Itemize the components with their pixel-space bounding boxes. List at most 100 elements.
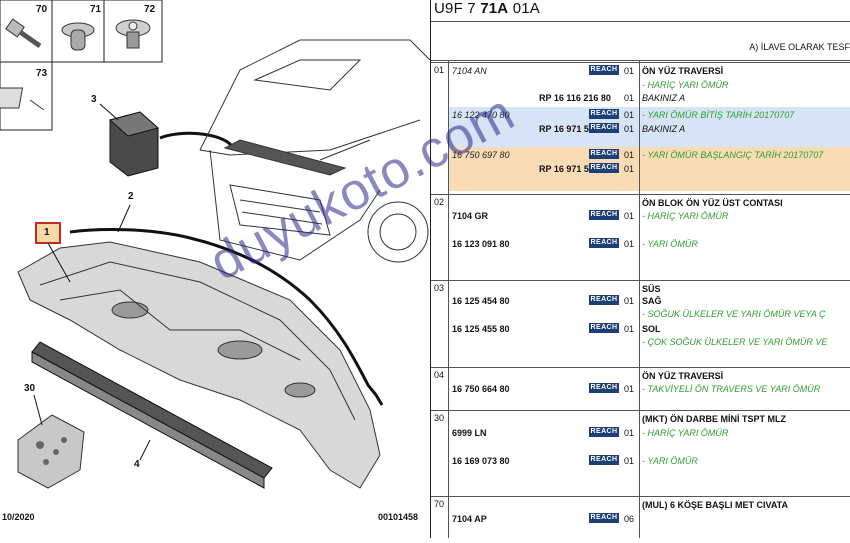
highlight-band-orange [448,147,850,191]
part-reference[interactable]: RP 16 971 585 80 [539,164,612,174]
parts-diagram: 70 71 72 73 3 2 1 30 4 10/2020 00101458 [0,0,431,522]
callout-72: 72 [144,4,156,15]
diagram-date-code: 10/2020 [2,512,35,522]
bolt-part-70[interactable] [5,18,42,49]
part-description: - ÇOK SOĞUK ÜLKELER VE YARI ÖMÜR VE [642,337,828,347]
part-description: - HARİÇ YARI ÖMÜR [642,211,729,221]
col-divider-2 [639,60,640,538]
reach-badge: REACH [589,238,619,248]
quantity: 01 [624,124,635,134]
col-divider-1 [448,60,449,538]
group-number: 70 [434,499,445,509]
part-description: ÖN YÜZ TRAVERSİ [642,66,724,76]
kit-part-30[interactable] [17,394,85,489]
reach-badge: REACH [589,427,619,437]
part-description: SÜS [642,284,661,294]
part-description: - HARİÇ YARI ÖMÜR [642,428,729,438]
callout-71: 71 [90,4,102,15]
quantity: 01 [624,324,635,334]
part-group-70: 70 (MUL) 6 KÖŞE BAŞLI MET CIVATA 7104 AP RE… [431,496,850,524]
part-reference[interactable]: 16 123 091 80 [452,239,510,249]
part-description: (MKT) ÖN DARBE MİNİ TSPT MLZ [642,414,786,424]
part-group-02: 02 ÖN BLOK ÖN YÜZ ÜST CONTASI 7104 GR REACH… [431,194,850,249]
part-reference[interactable]: 6999 LN [452,428,487,438]
bracket-part-73[interactable] [0,87,45,111]
reach-badge: REACH [589,109,619,119]
part-description: BAKINIZ A [642,93,686,103]
vehicle-front-illustration [199,39,431,263]
quantity: 01 [624,93,635,103]
part-description: - SOĞUK ÜLKELER VE YARI ÖMÜR VEYA Ç [642,309,826,319]
part-description: ÖN BLOK ÖN YÜZ ÜST CONTASI [642,198,783,208]
part-description: ÖN YÜZ TRAVERSİ [642,371,724,381]
part-reference[interactable]: 7104 AP [452,514,487,524]
highlight-band-blue [448,107,850,147]
part-reference[interactable]: RP 16 116 216 80 [539,93,611,103]
parts-list-panel: U9F 7 71A 01A A) İLAVE OLARAK TESF 01 710… [430,0,850,538]
title-suffix: 01A [508,0,541,17]
callout-4: 4 [134,459,140,470]
group-number: 03 [434,283,445,293]
quantity: 01 [624,110,635,120]
part-reference[interactable]: 16 122 470 80 [452,110,510,120]
part-description: - HARİÇ YARI ÖMÜR [642,80,729,90]
bar-part-4[interactable] [31,341,273,489]
group-number: 02 [434,197,445,207]
reach-badge: REACH [589,455,619,465]
part-description: - YARI ÖMÜR [642,456,698,466]
quantity: 01 [624,456,635,466]
part-reference[interactable]: 16 750 697 80 [452,150,510,160]
part-reference[interactable]: 7104 GR [452,211,489,221]
callout-73: 73 [36,68,48,79]
reach-badge: REACH [589,163,619,173]
reach-badge: REACH [589,513,619,523]
page-title: U9F 7 71A 01A [434,0,540,17]
group-number: 30 [434,413,445,423]
quantity: 01 [624,428,635,438]
header-divider [431,21,850,22]
header-note: A) İLAVE OLARAK TESF [749,42,850,52]
callout-3: 3 [91,94,97,105]
seal-part-2[interactable] [69,204,384,406]
part-description: SOL [642,324,661,334]
plug-part-71[interactable] [61,22,95,51]
title-bold: 71A [480,0,509,17]
part-reference[interactable]: 16 750 664 80 [452,384,510,394]
part-reference[interactable]: 16 125 454 80 [452,296,510,306]
reach-badge: REACH [589,323,619,333]
part-reference[interactable]: RP 16 971 585 80 [539,124,612,134]
clip-part-72[interactable] [115,19,151,49]
part-group-01: 01 7104 AN REACH 01 ÖN YÜZ TRAVERSİ - HARİÇ Y… [431,62,850,191]
part-description: (MUL) 6 KÖŞE BAŞLI MET CIVATA [642,500,788,510]
diagram-drawing [0,0,431,489]
part-description: - TAKVİYELİ ÖN TRAVERS VE YARI ÖMÜR [642,384,821,394]
callout-70: 70 [36,4,48,15]
reach-badge: REACH [589,210,619,220]
quantity: 06 [624,514,635,524]
part-reference[interactable]: 7104 AN [452,66,487,76]
quantity: 01 [624,164,635,174]
quantity: 01 [624,296,635,306]
reach-badge: REACH [589,295,619,305]
part-description: - YARI ÖMÜR [642,239,698,249]
pad-part-3[interactable] [99,103,234,177]
reach-badge: REACH [589,383,619,393]
callout-30: 30 [24,383,36,394]
group-number: 04 [434,370,445,380]
part-reference[interactable]: 16 125 455 80 [452,324,510,334]
callout-2: 2 [128,191,134,202]
quantity: 01 [624,239,635,249]
part-description: - YARI ÖMÜR BİTİŞ TARİH 20170707 [642,110,795,120]
quantity: 01 [624,384,635,394]
callout-1[interactable]: 1 [44,227,50,238]
reach-badge: REACH [589,149,619,159]
part-reference[interactable]: 16 169 073 80 [452,456,510,466]
header-divider-2 [431,60,850,61]
quantity: 01 [624,66,635,76]
title-prefix: U9F 7 [434,0,481,17]
quantity: 01 [624,150,635,160]
quantity: 01 [624,211,635,221]
reach-badge: REACH [589,65,619,75]
traverse-part-1[interactable] [17,241,381,489]
